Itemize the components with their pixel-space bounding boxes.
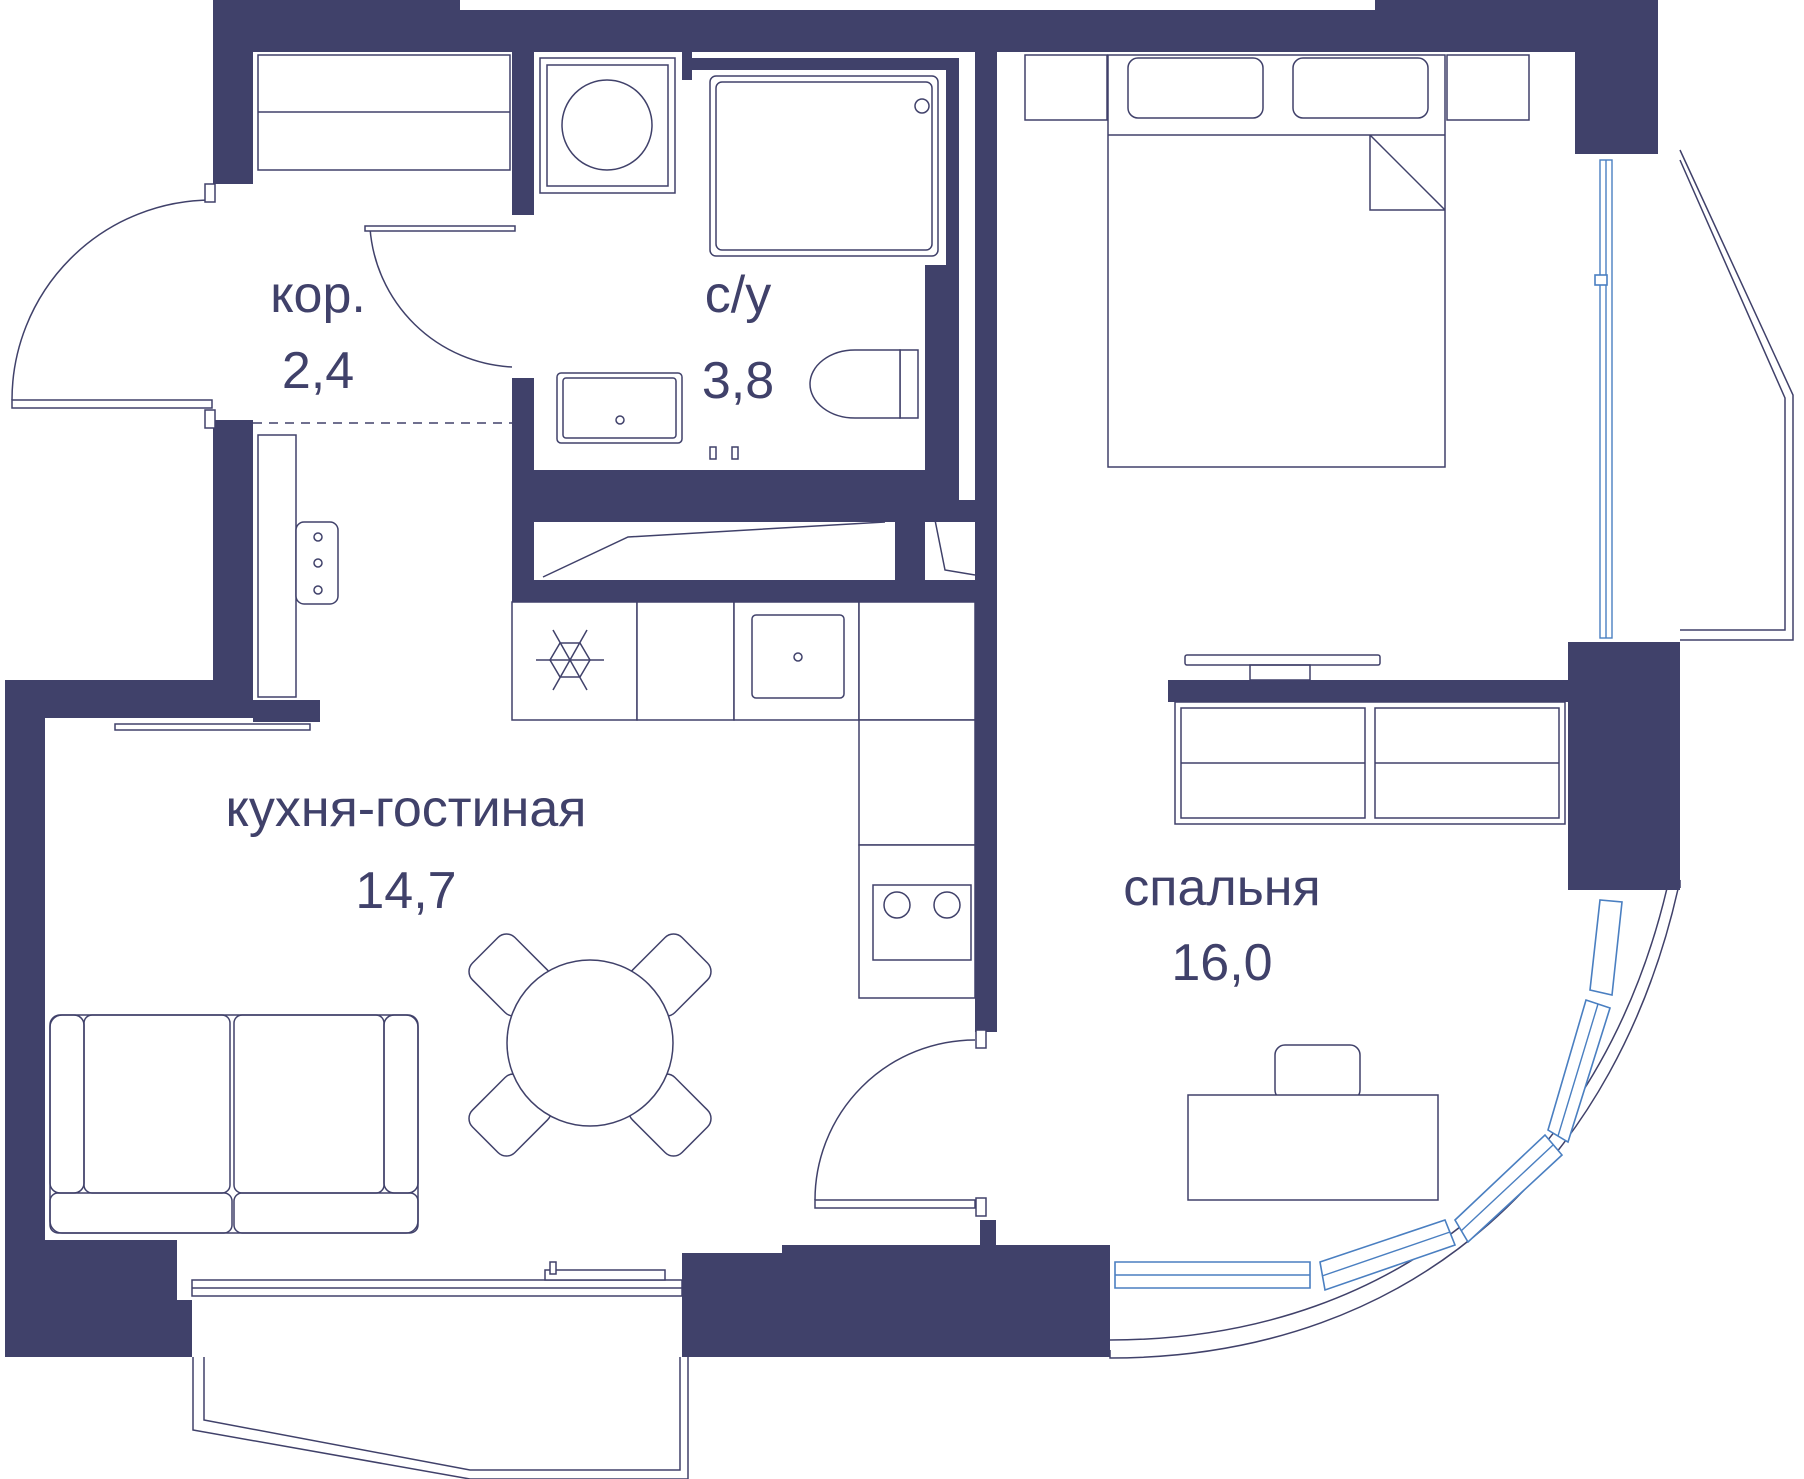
room-label-bedroom: спальня 16,0	[1123, 859, 1320, 992]
bed	[1107, 54, 1446, 468]
room-label-corridor: кор. 2,4	[270, 266, 366, 400]
window-bedroom-right	[1594, 159, 1613, 639]
balcony-right	[1679, 149, 1794, 641]
room-area-bathroom: 3,8	[702, 352, 774, 410]
room-label-kitchen-living: кухня-гостиная 14,7	[226, 780, 587, 920]
washing-machine	[539, 57, 676, 194]
dining-table	[468, 933, 712, 1157]
window-kitchen	[191, 1261, 683, 1297]
room-label-bathroom: с/у 3,8	[702, 266, 774, 410]
nightstands	[1024, 54, 1530, 121]
sofa	[49, 1014, 419, 1234]
room-name-corridor: кор.	[270, 266, 366, 324]
balcony-left	[192, 1357, 689, 1479]
entrance-door	[11, 183, 216, 429]
room-area-kitchen-living: 14,7	[355, 862, 456, 920]
fridge	[536, 629, 604, 691]
window-bedroom-bay	[1114, 899, 1623, 1292]
sink	[556, 372, 739, 460]
room-area-corridor: 2,4	[282, 342, 354, 400]
room-name-bedroom: спальня	[1123, 859, 1320, 917]
walls	[5, 0, 1680, 1357]
utility-niche	[542, 519, 976, 578]
bedroom-door	[814, 1029, 987, 1217]
toilet	[809, 349, 919, 419]
bathroom-door	[364, 225, 516, 368]
room-area-bedroom: 16,0	[1171, 934, 1272, 992]
shoe-cabinet	[257, 434, 339, 698]
bathtub	[709, 75, 939, 257]
cooktop	[872, 884, 972, 961]
wardrobe	[257, 54, 511, 171]
bedroom-cabinet	[1174, 701, 1566, 825]
tv-stand	[1184, 654, 1381, 681]
desk	[1187, 1044, 1439, 1201]
kitchen-sink	[751, 614, 845, 699]
room-name-bathroom: с/у	[705, 266, 771, 324]
room-name-kitchen-living: кухня-гостиная	[226, 780, 587, 838]
radiator-kitchen	[114, 723, 311, 731]
